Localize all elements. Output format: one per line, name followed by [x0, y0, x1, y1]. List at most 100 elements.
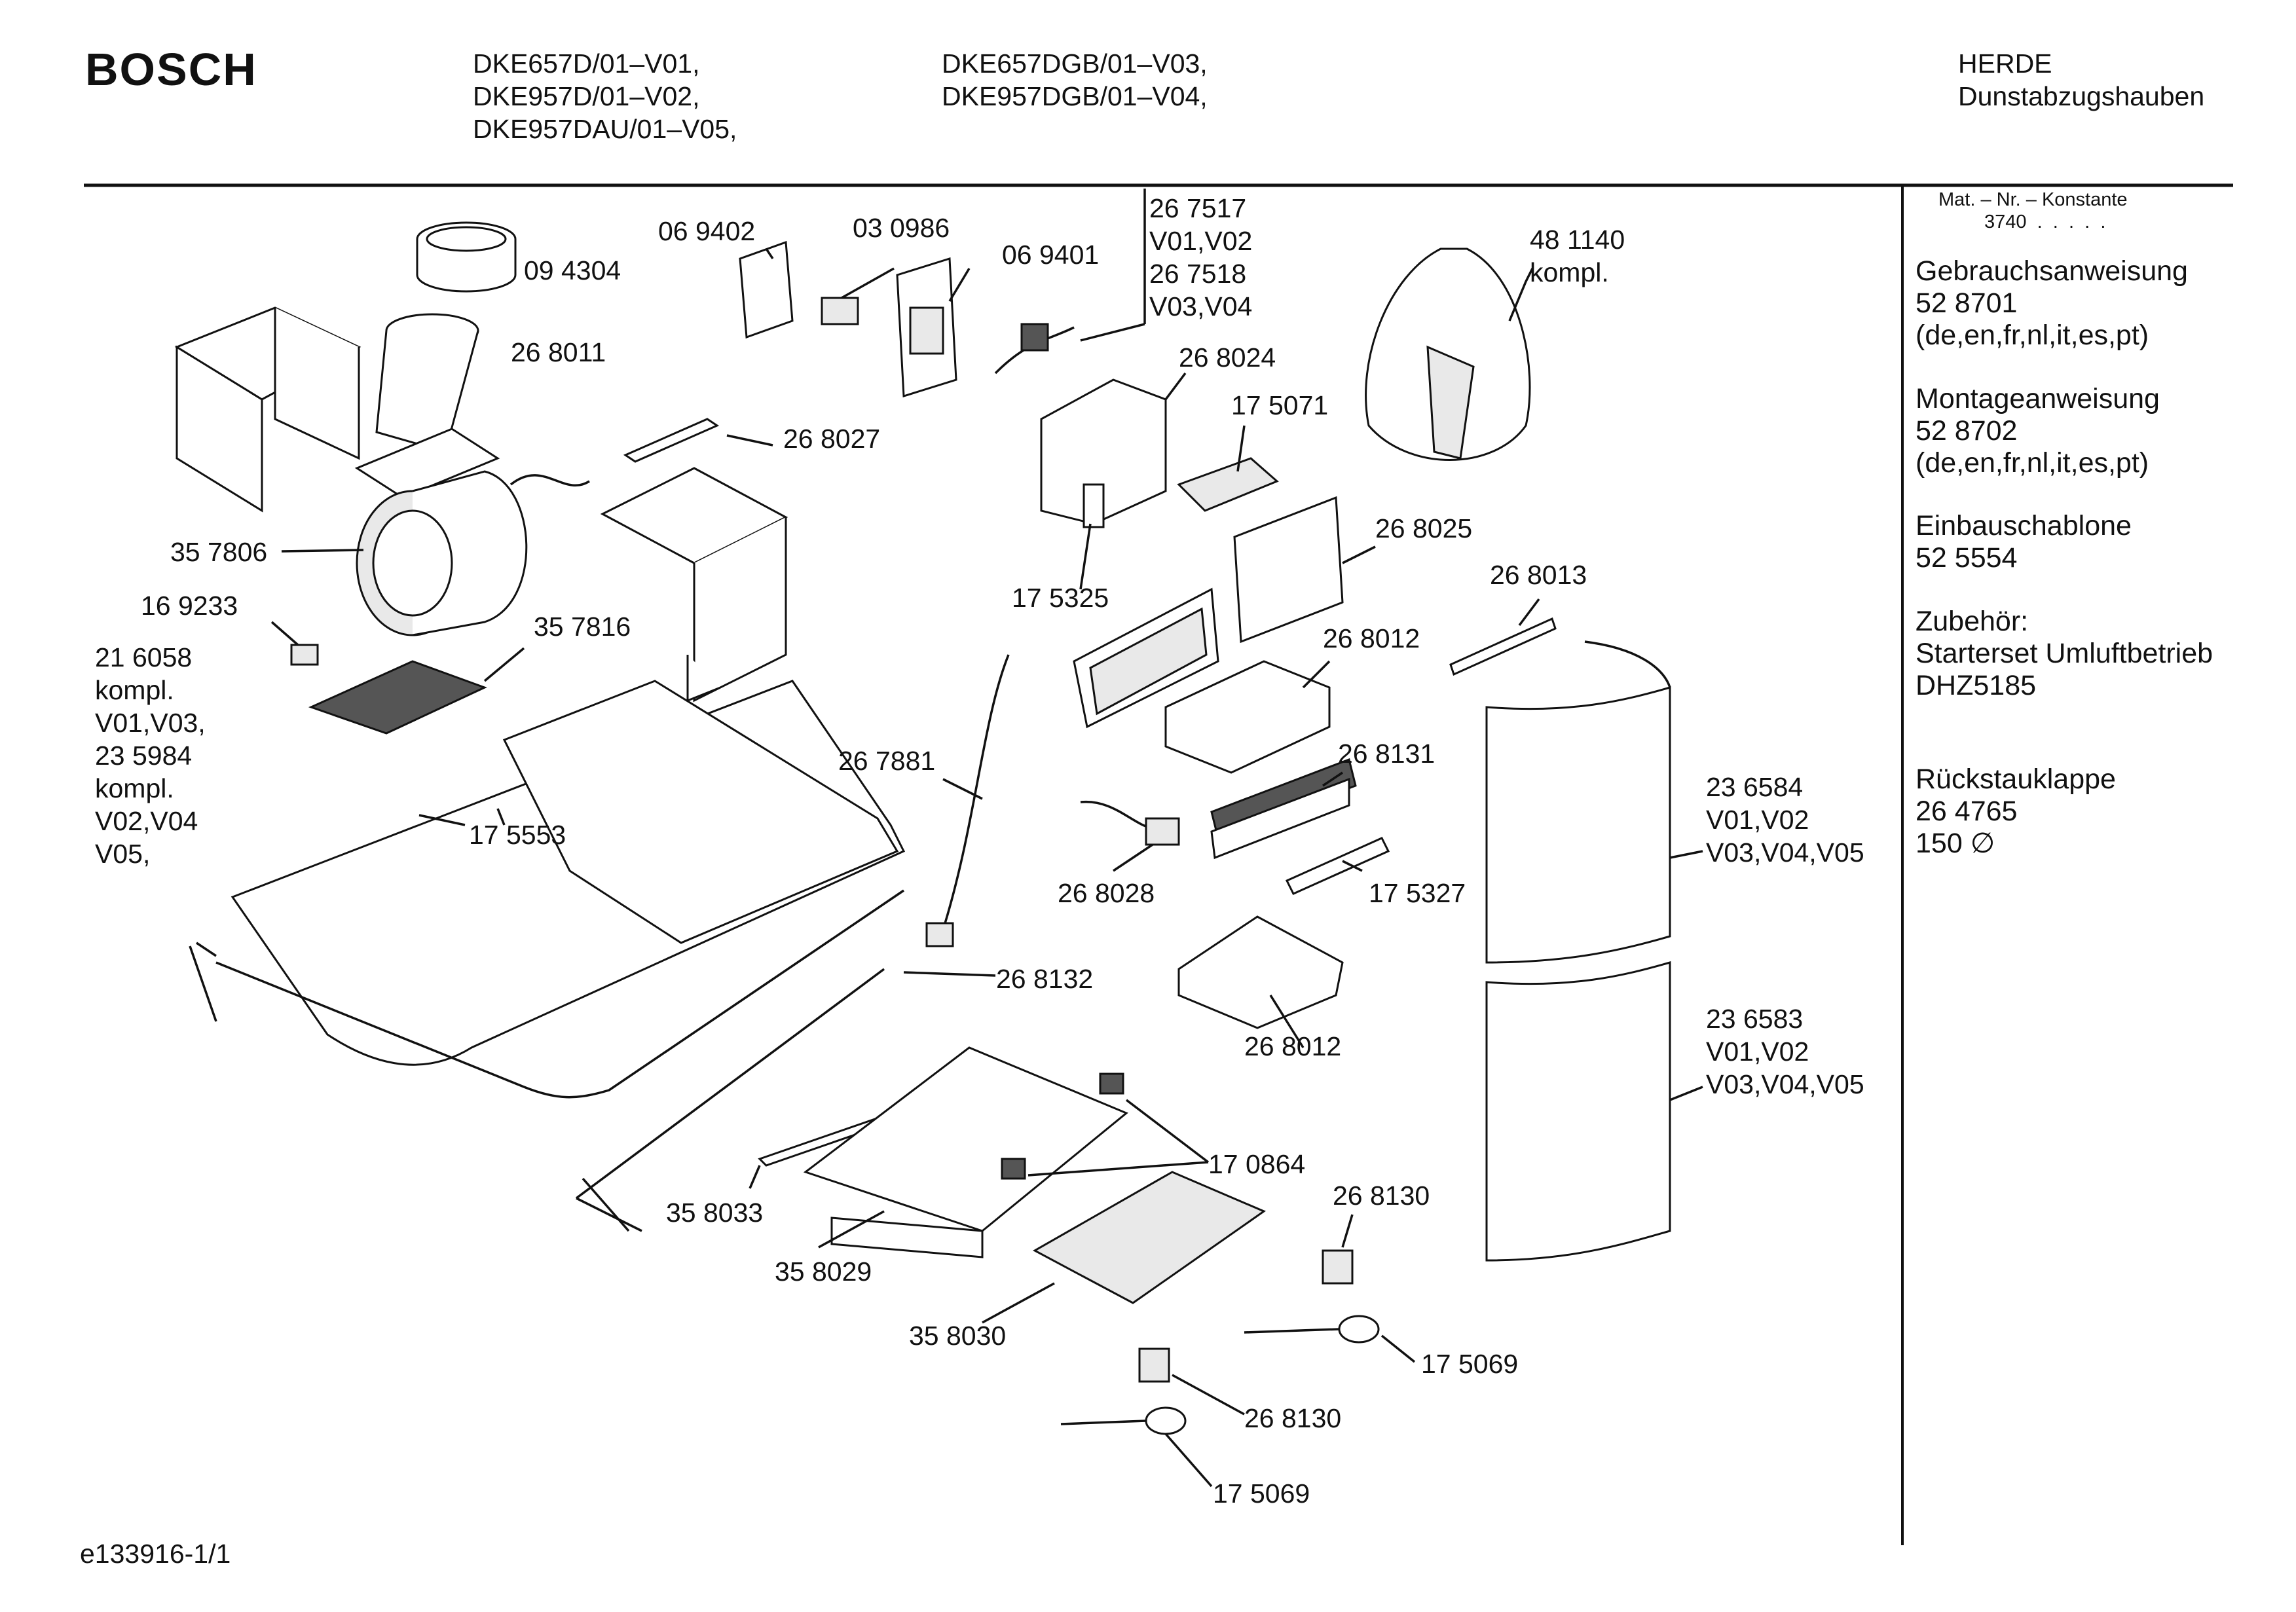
part-label: 26 8013 — [1490, 560, 1587, 590]
chimney-bracket-part — [600, 467, 788, 703]
connector-cable-part — [1080, 800, 1180, 846]
user-manual-entry: Gebrauchsanweisung 52 8701 (de,en,fr,nl,… — [1916, 255, 2188, 352]
document-id: e133916-1/1 — [80, 1539, 231, 1569]
part-label: 35 7806 — [170, 537, 268, 567]
model-number: DKE957DAU/01–V05, — [473, 114, 737, 144]
part-label: 26 8130 — [1333, 1181, 1430, 1211]
glass-canopy-part — [215, 680, 906, 1099]
trim-strip-part — [623, 418, 720, 463]
entry-title: Rückstauklappe — [1916, 763, 2116, 795]
grease-filter-part — [308, 660, 487, 735]
part-label: 23 6583 V01,V02 V03,V04,V05 — [1706, 1004, 1864, 1099]
lower-chimney-part — [1485, 961, 1671, 1262]
installation-manual-entry: Montageanweisung 52 8702 (de,en,fr,nl,it… — [1916, 383, 2160, 479]
electronics-housing-part — [1040, 378, 1167, 525]
entry-title: Montageanweisung — [1916, 383, 2160, 414]
part-label: 26 7881 — [838, 746, 936, 776]
part-label: 26 8028 — [1058, 878, 1155, 908]
part-label: 48 1140 kompl. — [1530, 225, 1625, 287]
material-constant: Mat. – Nr. – Konstante 3740 . . . . . — [1938, 189, 2128, 233]
entry-languages: (de,en,fr,nl,it,es,pt) — [1916, 447, 2149, 479]
part-label: 23 6584 V01,V02 V03,V04,V05 — [1706, 772, 1864, 868]
socket-plate-part — [896, 257, 957, 398]
part-label: 26 8025 — [1375, 513, 1473, 543]
model-number: DKE957D/01–V02, — [473, 81, 700, 111]
part-label: 16 9233 — [141, 591, 238, 621]
part-label: 26 8132 — [996, 964, 1094, 994]
ballast-part — [1177, 457, 1279, 512]
lamp-tray-part — [1032, 1171, 1267, 1304]
model-list-1: DKE657D/01–V01, DKE957D/01–V02, DKE957DA… — [473, 47, 737, 145]
leader-lines — [189, 189, 1703, 1488]
template-entry: Einbauschablone 52 5554 — [1916, 510, 2132, 574]
lower-housing-part — [1177, 915, 1344, 1029]
entry-languages: (de,en,fr,nl,it,es,pt) — [1916, 320, 2149, 351]
part-label: 35 8029 — [775, 1256, 872, 1287]
constant-value: 3740 . . . . . — [1984, 211, 2106, 232]
entry-number: DHZ5185 — [1916, 670, 2037, 701]
halogen-lamp-lower-part — [1060, 1406, 1187, 1435]
part-label: 26 8027 — [783, 424, 881, 454]
lamp-socket-lower-part — [1138, 1347, 1170, 1383]
category-label: HERDE — [1958, 48, 2052, 79]
entry-number: 52 8701 — [1916, 287, 2018, 319]
part-label: 35 7816 — [534, 612, 631, 642]
entry-number: 26 4765 — [1916, 796, 2018, 827]
entry-title: Einbauschablone — [1916, 510, 2132, 541]
entry-diameter: 150 ∅ — [1916, 828, 1995, 859]
cover-panel-part — [1233, 496, 1344, 644]
mounting-plate-part — [739, 240, 794, 339]
part-label: 26 8131 — [1338, 739, 1435, 769]
part-label: 26 8011 — [511, 337, 606, 367]
model-number: DKE657D/01–V01, — [473, 48, 700, 79]
entry-number: 52 5554 — [1916, 542, 2018, 574]
accessory-bag-part — [1365, 247, 1531, 461]
part-label: 17 0864 — [1208, 1149, 1306, 1179]
control-module-part — [1210, 758, 1357, 860]
part-label: 17 5071 — [1231, 390, 1329, 420]
clip-pair-part — [1001, 1072, 1124, 1180]
part-label: 26 8130 — [1244, 1403, 1342, 1433]
part-label: 35 8033 — [666, 1198, 764, 1228]
filter-frame-part — [1073, 587, 1219, 729]
part-label: 06 9402 — [658, 216, 756, 246]
product-category: HERDE Dunstabzugshauben — [1958, 47, 2204, 113]
lamp-frame-part — [803, 1046, 1128, 1258]
accessory-entry: Zubehör: Starterset Umluftbetrieb DHZ518… — [1916, 606, 2213, 702]
entry-description: Starterset Umluftbetrieb — [1916, 638, 2213, 669]
subcategory-label: Dunstabzugshauben — [1958, 81, 2205, 111]
part-label: 26 7517 V01,V02 26 7518 V03,V04 — [1149, 193, 1253, 321]
wiring-harness-part — [925, 654, 1010, 947]
upper-chimney-part — [1485, 640, 1671, 964]
fixing-strap-part — [1449, 617, 1557, 676]
part-label: 21 6058 kompl. V01,V03, 23 5984 kompl. V… — [95, 642, 206, 869]
part-label: 26 8024 — [1179, 342, 1276, 373]
model-list-2: DKE657DGB/01–V03, DKE957DGB/01–V04, — [942, 47, 1208, 113]
part-label: 06 9401 — [1002, 240, 1100, 270]
part-label: 26 8012 — [1244, 1031, 1342, 1061]
part-label: 17 5553 — [469, 820, 566, 850]
part-label: 09 4304 — [524, 255, 621, 285]
blower-motor-part — [356, 470, 590, 636]
model-number: DKE657DGB/01–V03, — [942, 48, 1208, 79]
exhaust-ring-part — [416, 221, 517, 293]
part-label: 17 5325 — [1012, 583, 1109, 613]
terminal-block-part — [821, 297, 859, 325]
duct-adapter-part — [354, 313, 500, 499]
lamp-harness-part — [575, 968, 885, 1232]
entry-title: Gebrauchsanweisung — [1916, 255, 2188, 287]
lamp-socket-upper-part — [1322, 1249, 1354, 1285]
halogen-lamp-upper-part — [1244, 1315, 1380, 1344]
part-label: 17 5069 — [1421, 1349, 1519, 1379]
part-label: 35 8030 — [909, 1321, 1007, 1351]
capacitor-part — [1083, 483, 1105, 528]
power-cord-part — [994, 323, 1075, 375]
backflow-flap-entry: Rückstauklappe 26 4765 150 ∅ — [1916, 763, 2116, 860]
control-housing-part — [1164, 660, 1331, 774]
model-number: DKE957DGB/01–V04, — [942, 81, 1208, 111]
part-label: 17 5327 — [1369, 878, 1466, 908]
part-label: 17 5069 — [1213, 1478, 1310, 1509]
clip-part — [290, 644, 319, 666]
